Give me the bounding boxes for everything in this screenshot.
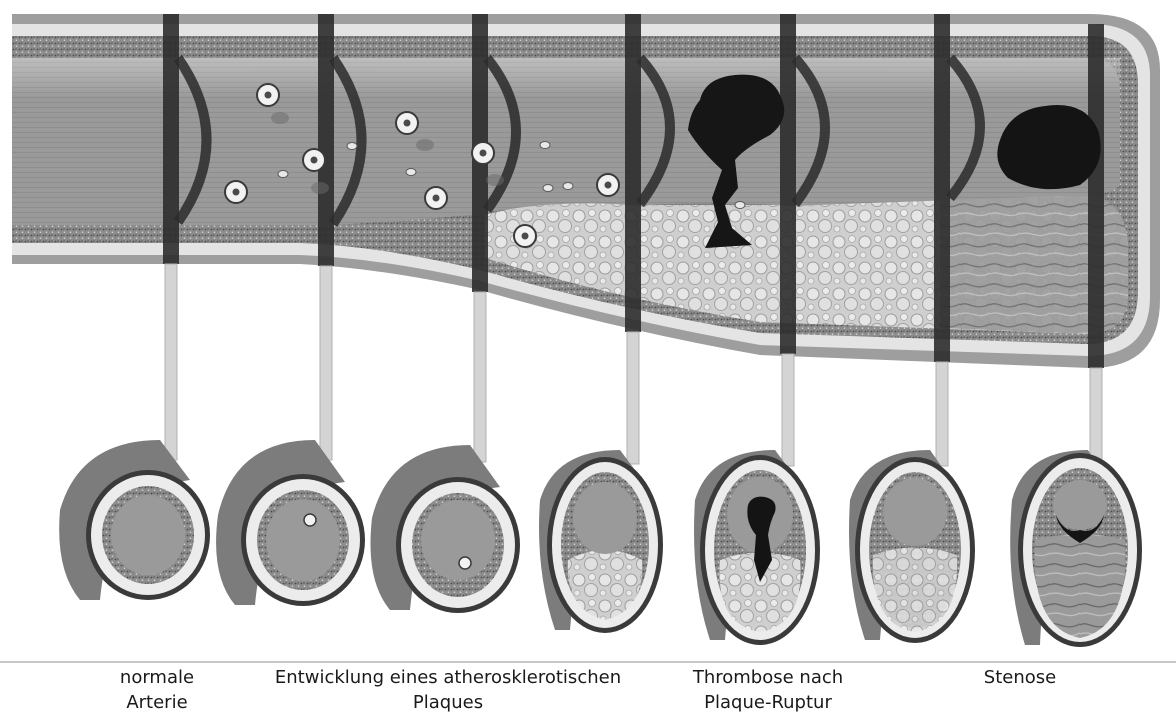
cross-section-4 [539,450,663,633]
caption-line: Entwicklung eines atherosklerotischen [238,665,658,690]
caption-normal-artery: normale Arterie [92,665,222,715]
caption-plaque-development: Entwicklung eines atherosklerotischen Pl… [238,665,658,715]
caption-divider [0,661,1176,663]
cross-section-5 [694,450,820,645]
cross-section-7 [1010,450,1142,647]
cross-section-2 [216,440,365,606]
caption-line: Plaques [238,690,658,715]
artery-illustration [0,0,1176,660]
caption-thrombosis: Thrombose nach Plaque-Ruptur [668,665,868,715]
cross-section-6 [849,450,975,643]
caption-line: normale [92,665,222,690]
artery-longitudinal [12,14,1160,466]
caption-line: Thrombose nach [668,665,868,690]
cross-sections [59,440,1142,647]
caption-line: Plaque-Ruptur [668,690,868,715]
cross-section-3 [370,445,520,613]
caption-line: Stenose [960,665,1080,690]
caption-line: Arterie [92,690,222,715]
cross-section-1 [59,440,210,600]
caption-stenosis: Stenose [960,665,1080,690]
